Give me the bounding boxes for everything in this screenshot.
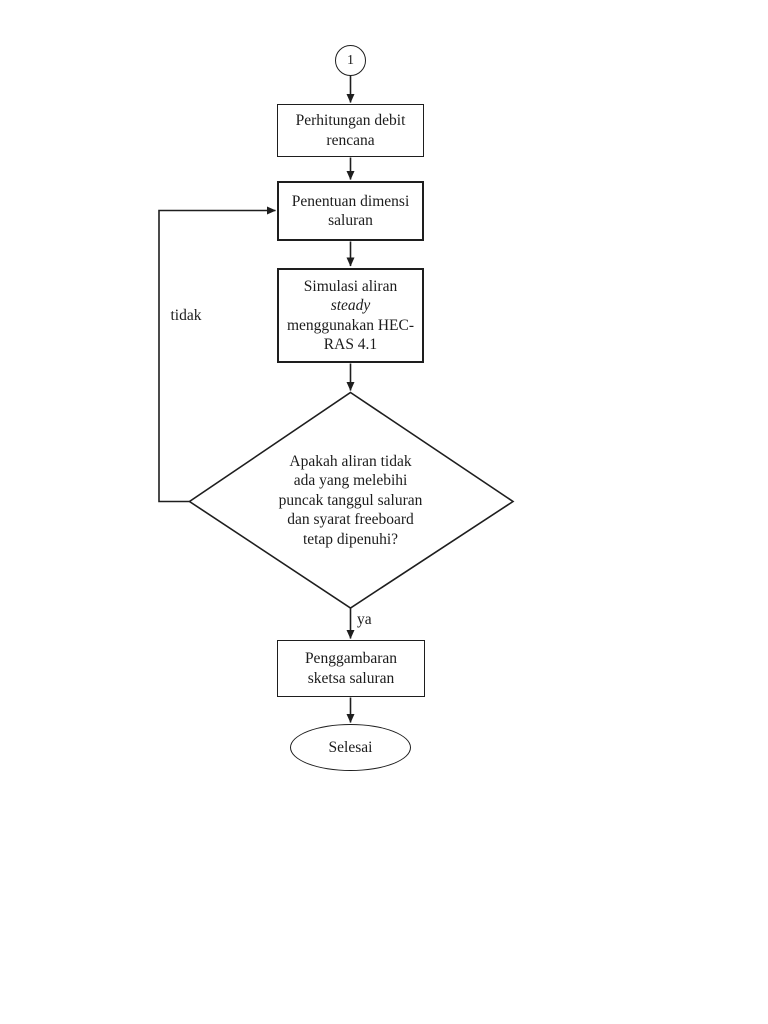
simulasi-line2-italic: steady	[330, 297, 371, 315]
process-box-simulasi-aliran: Simulasi aliran steady menggunakan HEC- …	[277, 268, 424, 363]
edge-label-tidak: tidak	[170, 307, 202, 324]
connector-circle: 1	[335, 45, 366, 76]
process-box-penggambaran-sketsa: Penggambaran sketsa saluran	[277, 640, 425, 697]
process-box-debit-rencana-label: Perhitungan debit rencana	[295, 112, 406, 149]
process-box-dimensi-saluran-label: Penentuan dimensi saluran	[291, 192, 410, 229]
edge-label-ya: ya	[357, 611, 372, 628]
process-box-simulasi-aliran-label: Simulasi aliran steady menggunakan HEC- …	[287, 277, 414, 355]
process-box-dimensi-saluran: Penentuan dimensi saluran	[277, 181, 424, 241]
simulasi-line1: Simulasi aliran	[303, 277, 398, 295]
decision-diamond-label: Apakah aliran tidak ada yang melebihi pu…	[278, 453, 423, 548]
connector-circle-label: 1	[347, 52, 354, 68]
process-box-penggambaran-sketsa-label: Penggambaran sketsa saluran	[304, 650, 398, 687]
simulasi-line3: menggunakan HEC- RAS 4.1	[287, 316, 414, 353]
process-box-debit-rencana: Perhitungan debit rencana	[277, 104, 424, 157]
edge-decision-no-to-step2	[158, 206, 276, 503]
terminator-ellipse-selesai-label: Selesai	[328, 738, 373, 756]
terminator-ellipse-selesai: Selesai	[290, 724, 411, 771]
